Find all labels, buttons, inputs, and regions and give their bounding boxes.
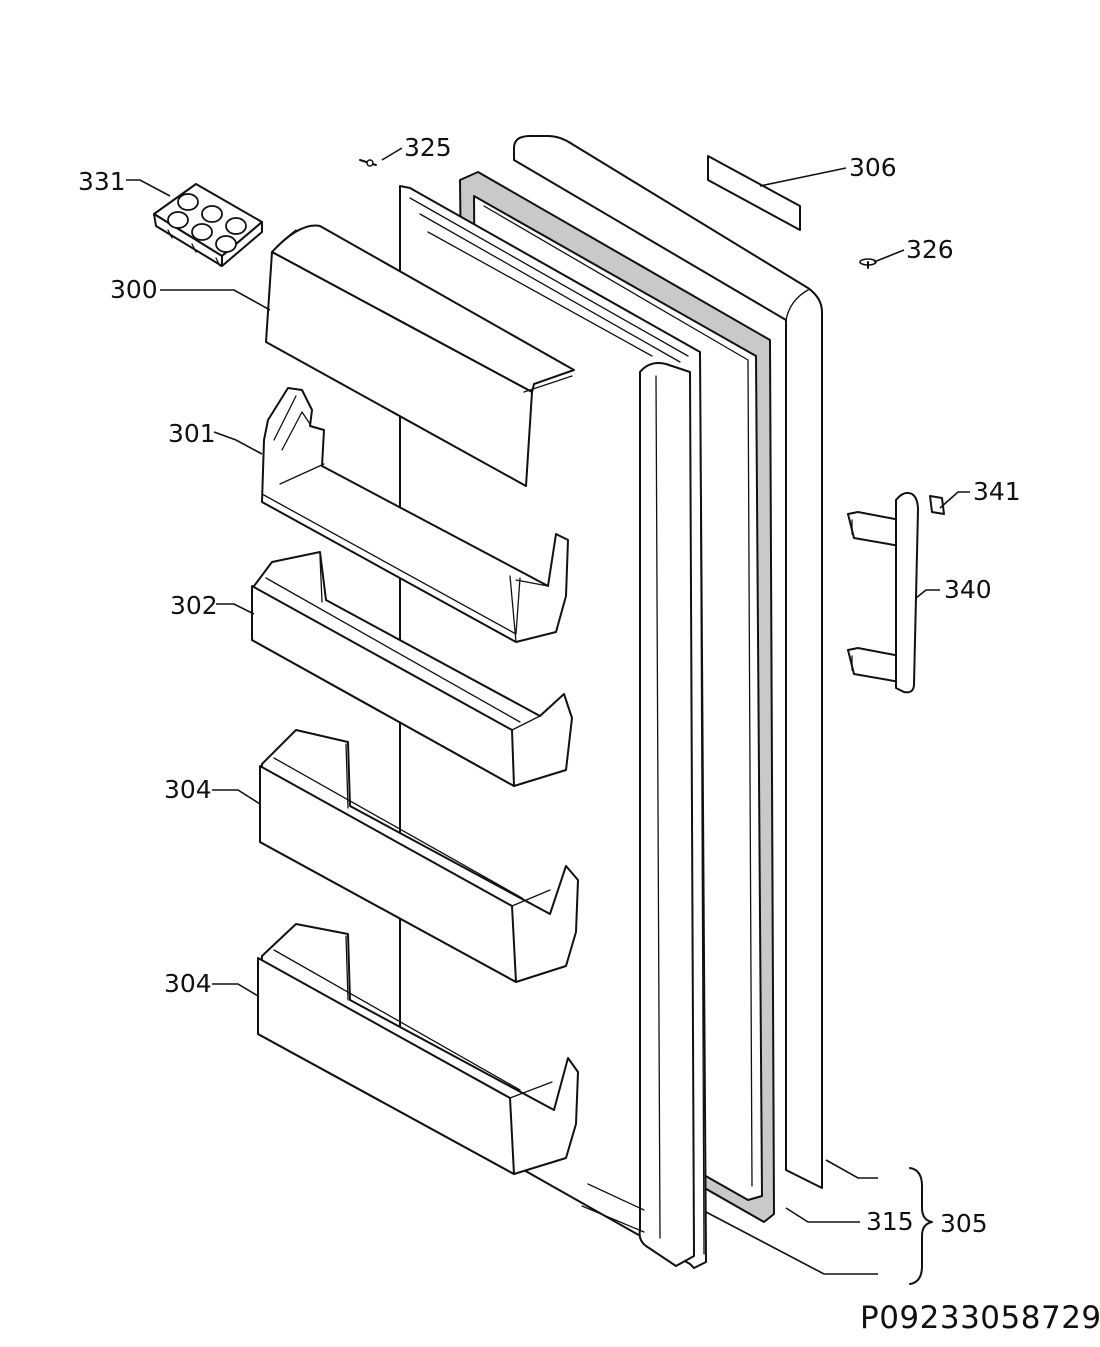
door-shelf-301 <box>261 387 569 643</box>
bottom-leader-lines <box>705 1159 933 1285</box>
callout-325: 325 <box>404 133 452 162</box>
outer-door-panel <box>513 135 823 1189</box>
callout-315: 315 <box>866 1207 914 1236</box>
door-shelf-304-upper <box>259 729 579 983</box>
handle-end-cap <box>929 495 945 515</box>
callout-304-lower: 304 <box>164 969 212 998</box>
callout-labels: 331 325 306 326 300 301 341 340 302 304 … <box>78 133 1100 1336</box>
callout-leaders <box>126 147 970 997</box>
screw-325 <box>359 159 377 167</box>
callout-326: 326 <box>906 235 954 264</box>
door-shelf-302 <box>251 551 573 787</box>
callout-301: 301 <box>168 419 216 448</box>
callout-300: 300 <box>110 275 158 304</box>
label-sticker <box>707 155 801 231</box>
egg-tray <box>153 183 263 267</box>
callout-302: 302 <box>170 591 218 620</box>
door-frame-strip <box>581 362 695 1267</box>
callout-340: 340 <box>944 575 992 604</box>
dairy-compartment-cover <box>265 224 575 487</box>
callout-304-upper: 304 <box>164 775 212 804</box>
clip-326 <box>859 258 877 269</box>
door-shelf-304-lower <box>257 923 579 1175</box>
callout-306: 306 <box>849 153 897 182</box>
callout-305: 305 <box>940 1209 988 1238</box>
callout-341: 341 <box>973 477 1021 506</box>
door-handle <box>847 491 919 694</box>
callout-331: 331 <box>78 167 126 196</box>
document-id: P09233058729 <box>860 1300 1100 1336</box>
